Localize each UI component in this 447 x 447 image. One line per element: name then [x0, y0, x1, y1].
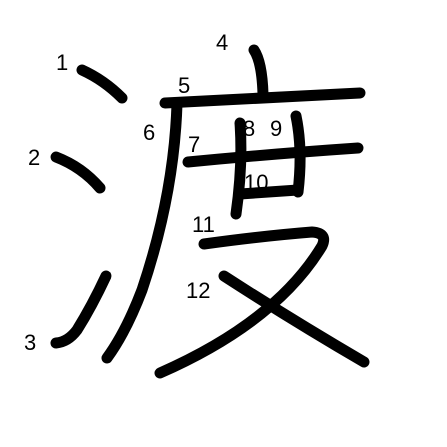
- stroke-11: [154, 226, 330, 379]
- stroke-5: [159, 87, 366, 109]
- stroke-number-3: 3: [24, 330, 36, 355]
- stroke-number-12: 12: [186, 278, 210, 303]
- stroke-3: [50, 270, 112, 349]
- stroke-number-5: 5: [178, 73, 190, 98]
- stroke-number-6: 6: [143, 120, 155, 145]
- stroke-4: [248, 44, 269, 100]
- stroke-number-9: 9: [270, 116, 282, 141]
- stroke-6: [101, 98, 183, 364]
- stroke-number-2: 2: [28, 145, 40, 170]
- stroke-12: [218, 270, 370, 368]
- stroke-9: [290, 110, 306, 198]
- stroke-10: [234, 184, 304, 200]
- stroke-number-10: 10: [244, 170, 268, 195]
- stroke-7: [182, 142, 364, 168]
- stroke-number-1: 1: [56, 50, 68, 75]
- stroke-number-11: 11: [192, 212, 215, 237]
- stroke-1: [76, 64, 128, 104]
- stroke-number-labels: 1 2 3 4 5 6 7 8 9 10 11 12: [24, 30, 282, 355]
- stroke-8: [230, 117, 247, 220]
- stroke-number-7: 7: [188, 132, 200, 157]
- character-strokes: [50, 44, 370, 379]
- stroke-number-4: 4: [216, 30, 228, 55]
- stroke-number-8: 8: [243, 116, 255, 141]
- stroke-2: [50, 151, 106, 194]
